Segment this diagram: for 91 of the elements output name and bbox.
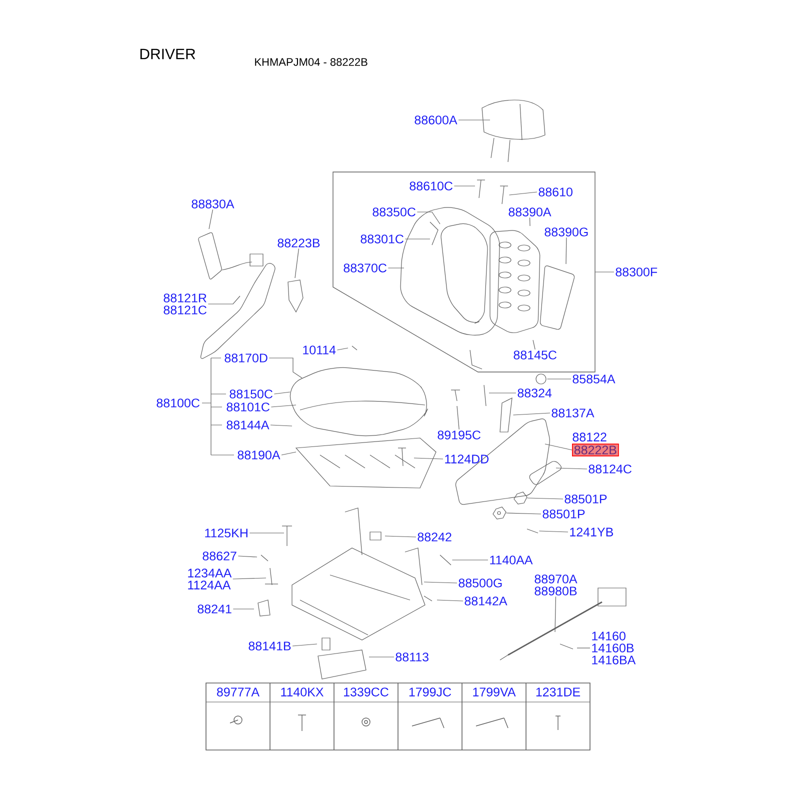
part-number: 88113 xyxy=(396,652,428,662)
part-number: 88101C xyxy=(226,402,270,412)
leader-line xyxy=(512,412,550,416)
leader-line xyxy=(249,532,284,534)
part-number: 88145C xyxy=(514,350,556,360)
leader-line xyxy=(526,498,564,500)
part-number: 88241 xyxy=(198,604,232,614)
part-number: 1234AA 1124AA xyxy=(188,568,232,590)
leader-line xyxy=(268,358,302,378)
leader-line xyxy=(538,530,568,532)
part-number: 88142A xyxy=(464,596,508,606)
leader-line xyxy=(208,209,214,230)
leader-line xyxy=(384,536,416,538)
leader-line xyxy=(506,512,542,514)
part-number: 88610C xyxy=(410,182,452,190)
part-number: 88370C xyxy=(344,264,386,272)
leader-line xyxy=(532,340,536,350)
part-number: 88970A 88980B xyxy=(534,574,578,596)
part-number: 88190A xyxy=(238,450,280,460)
part-number: 88350C xyxy=(372,208,416,216)
part-number: 1799VA xyxy=(473,688,516,696)
leader-line xyxy=(336,348,348,350)
part-number: 1231DE xyxy=(536,688,580,696)
leader-line xyxy=(274,392,290,394)
part-number: 1799JC xyxy=(409,688,452,696)
part-number: 88124C xyxy=(588,464,632,474)
part-number: 88600A xyxy=(414,116,458,124)
part-number: 88170D xyxy=(224,354,268,362)
part-drawing xyxy=(440,554,452,566)
part-number: 89777A xyxy=(217,688,260,696)
part-number: 88627 xyxy=(202,552,236,560)
leader-line xyxy=(544,444,572,450)
part-number: 88122 xyxy=(572,432,606,442)
part-number: 88144A xyxy=(226,420,270,430)
part-drawing xyxy=(500,397,512,432)
leader-line xyxy=(404,238,430,240)
part-number: 88500G xyxy=(458,578,502,588)
part-drawing xyxy=(500,186,508,204)
part-number: 88830A xyxy=(192,200,234,208)
part-number: 88242 xyxy=(418,532,452,542)
leader-line xyxy=(424,582,458,584)
part-number: 89195C xyxy=(438,430,480,440)
part-number: 1140AA xyxy=(490,556,533,564)
part-number: 88501P xyxy=(564,494,607,504)
leader-line xyxy=(292,644,318,646)
leader-line xyxy=(554,596,556,632)
part-number: 88610 xyxy=(538,188,572,196)
part-number: 88390A xyxy=(508,208,552,216)
leader-line xyxy=(238,556,258,558)
leader-line xyxy=(556,468,588,470)
part-number: 88223B xyxy=(278,238,320,248)
leader-line xyxy=(456,406,460,430)
part-number: 1125KH xyxy=(205,528,248,538)
part-number: 1241YB xyxy=(570,528,614,536)
leader-line xyxy=(232,578,266,580)
leader-line xyxy=(270,404,296,408)
leader-line xyxy=(529,217,530,226)
title: DRIVER xyxy=(140,48,196,60)
part-number: 88100C xyxy=(156,398,200,408)
leader-line xyxy=(281,452,296,456)
part-number: 1140KX xyxy=(281,688,324,696)
header-text: KHMAPJM04 - 88222B xyxy=(255,58,368,66)
part-number: 85854A xyxy=(572,374,616,384)
leader-line xyxy=(488,392,516,394)
leader-line xyxy=(436,600,464,602)
leader-line xyxy=(508,192,538,196)
part-number: 88300F xyxy=(616,268,658,276)
part-number: 88501P xyxy=(542,510,585,518)
leader-line xyxy=(208,296,240,304)
leader-line xyxy=(270,424,292,426)
part-number: 88390G xyxy=(544,228,588,236)
part-number: 1339CC xyxy=(344,688,388,696)
leader-line xyxy=(566,237,567,264)
leader-line xyxy=(294,248,300,278)
part-number: 14160 14160B 1416BA xyxy=(592,632,636,664)
part-drawing xyxy=(526,528,538,534)
part-number: 88121R 88121C xyxy=(164,294,206,314)
part-drawing xyxy=(536,374,546,384)
part-number: 88301C xyxy=(360,234,404,244)
leader-line xyxy=(232,608,254,610)
part-number: 10114 xyxy=(303,346,336,354)
leader-line xyxy=(546,378,572,380)
part-drawing xyxy=(492,506,506,520)
highlighted-part-number: 88222B xyxy=(572,444,619,456)
part-number: 88150C xyxy=(230,390,272,398)
leader-line xyxy=(416,212,440,224)
leader-line xyxy=(368,656,394,658)
part-drawing xyxy=(514,492,528,504)
part-number: 88137A xyxy=(552,408,594,418)
part-number: 88324 xyxy=(518,388,552,398)
part-number: 88141B xyxy=(248,642,291,650)
